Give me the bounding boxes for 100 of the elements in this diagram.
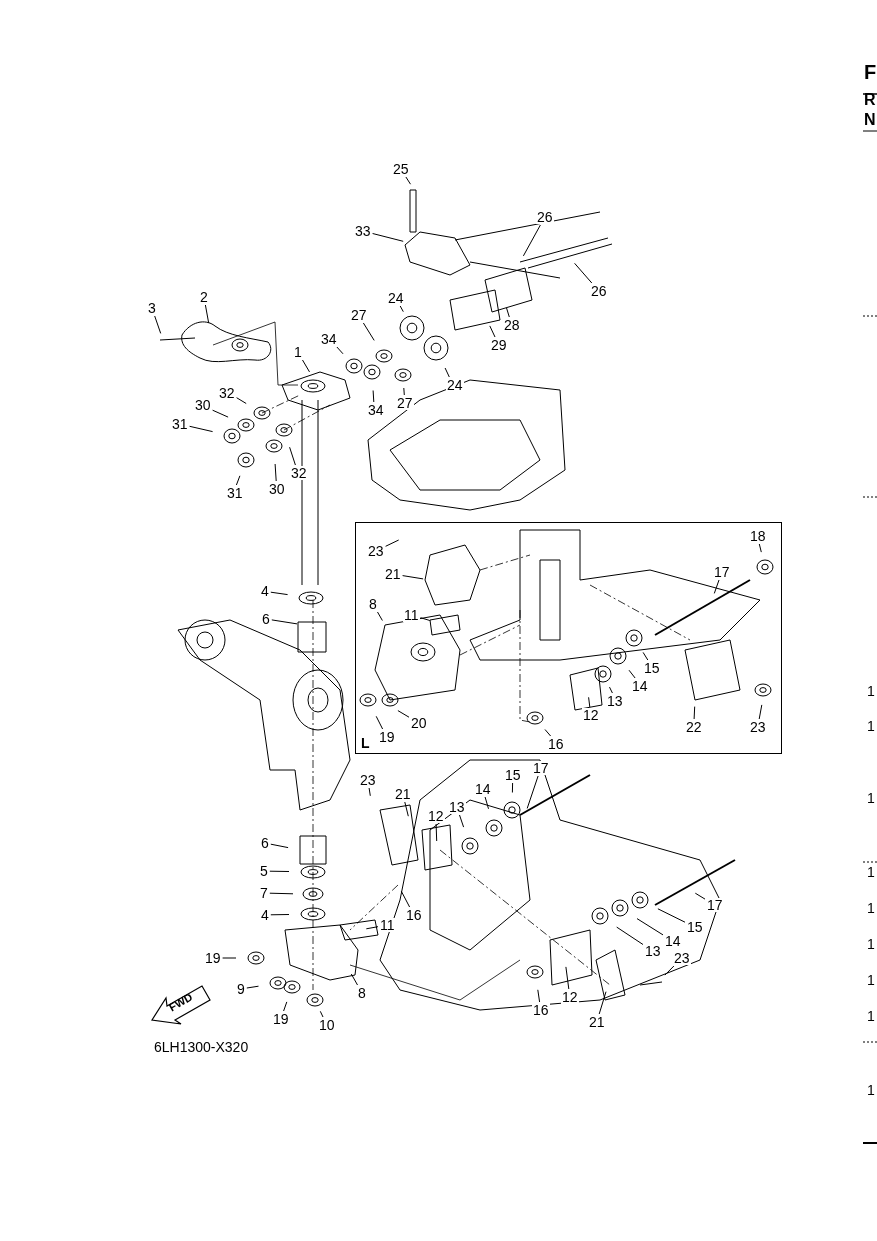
leader-line (420, 617, 431, 621)
callout-number: 12 (427, 809, 445, 823)
inset-frame (355, 522, 782, 754)
callout-number: 17 (713, 565, 731, 579)
leader-line (565, 966, 570, 990)
callout-number: 13 (448, 800, 466, 814)
callout-number: 4 (260, 908, 270, 922)
leader-line (372, 233, 404, 242)
callout-number: 27 (350, 308, 368, 322)
leader-line (222, 957, 237, 959)
callout-number: 21 (588, 1015, 606, 1029)
cut-off-text: 1 (867, 1083, 875, 1097)
callout-number: 6 (260, 836, 270, 850)
arrow-label: FWD (166, 990, 195, 1014)
cut-off-text: 1 (867, 901, 875, 915)
cut-off-text: 1 (867, 719, 875, 733)
callout-number: 26 (536, 210, 554, 224)
callout-number: 11 (379, 918, 396, 932)
leader-line (758, 543, 762, 553)
callout-number: 15 (504, 768, 522, 782)
callout-number: 5 (259, 864, 269, 878)
leader-line (588, 696, 591, 708)
leader-line (271, 619, 298, 625)
cut-off-text: 1 (867, 973, 875, 987)
leader-line (758, 704, 763, 720)
callout-number: 1 (293, 345, 303, 359)
callout-number: 8 (357, 986, 367, 1000)
leader-line (484, 796, 489, 810)
leader-line (628, 669, 636, 679)
callout-number: 4 (260, 584, 270, 598)
leader-line (289, 446, 296, 466)
callout-number: 13 (644, 944, 662, 958)
callout-number: 15 (643, 661, 661, 675)
callout-number: 31 (226, 486, 244, 500)
leader-line (574, 262, 593, 284)
leader-line (403, 387, 405, 396)
callout-number: 34 (367, 403, 385, 417)
callout-number: 22 (685, 720, 703, 734)
leader-line (636, 918, 664, 936)
leader-line (713, 579, 720, 594)
cut-off-text: N (864, 112, 876, 128)
callout-number: 9 (236, 982, 246, 996)
leader-line (522, 224, 541, 257)
callout-number: 23 (367, 544, 385, 558)
callout-number: 16 (405, 908, 423, 922)
cut-off-text: R (864, 92, 876, 108)
leader-line (365, 926, 379, 930)
leader-line (664, 965, 675, 976)
cut-off-text: 1 (867, 1009, 875, 1023)
view-label: L (361, 736, 370, 750)
cut-off-text: 1 (867, 865, 875, 879)
leader-line (189, 425, 214, 433)
leader-line (609, 686, 613, 694)
leader-line (319, 1010, 324, 1018)
callout-number: 23 (749, 720, 767, 734)
leader-line (657, 908, 686, 923)
leader-line (544, 729, 552, 737)
callout-number: 30 (194, 398, 212, 412)
leader-line (511, 782, 514, 793)
leader-line (270, 843, 289, 849)
leader-line (444, 367, 450, 378)
leader-line (642, 651, 649, 661)
leader-line (537, 989, 541, 1003)
callout-number: 18 (749, 529, 767, 543)
callout-number: 27 (396, 396, 414, 410)
leader-line (375, 715, 384, 730)
callout-number: 20 (410, 716, 428, 730)
callout-number: 19 (272, 1012, 290, 1026)
leader-line (270, 591, 289, 596)
callout-number: 21 (394, 787, 412, 801)
leader-line (399, 305, 404, 313)
leader-line (235, 475, 241, 486)
callout-number: 24 (446, 378, 464, 392)
callout-number: 13 (606, 694, 624, 708)
leader-line (350, 973, 358, 986)
callout-number: 24 (387, 291, 405, 305)
callout-number: 30 (268, 482, 286, 496)
leader-line (459, 814, 465, 828)
leader-line (236, 397, 247, 404)
callout-number: 2 (199, 290, 209, 304)
leader-line (506, 307, 510, 318)
leader-line (154, 315, 162, 334)
callout-number: 17 (706, 898, 724, 912)
leader-line (212, 409, 229, 418)
callout-number: 26 (590, 284, 608, 298)
callout-number: 12 (582, 708, 600, 722)
leader-line (274, 463, 277, 482)
leader-line (368, 787, 371, 797)
leader-line (616, 926, 644, 945)
leader-line (405, 176, 411, 185)
leader-line (402, 575, 424, 580)
callout-number: 7 (259, 886, 269, 900)
leader-line (269, 892, 294, 895)
leader-line (362, 322, 375, 341)
callout-number: 3 (147, 301, 157, 315)
callout-number: 8 (368, 597, 378, 611)
callout-number: 34 (320, 332, 338, 346)
callout-number: 10 (318, 1018, 336, 1032)
callout-number: 11 (403, 608, 420, 622)
callout-number: 16 (532, 1003, 550, 1017)
